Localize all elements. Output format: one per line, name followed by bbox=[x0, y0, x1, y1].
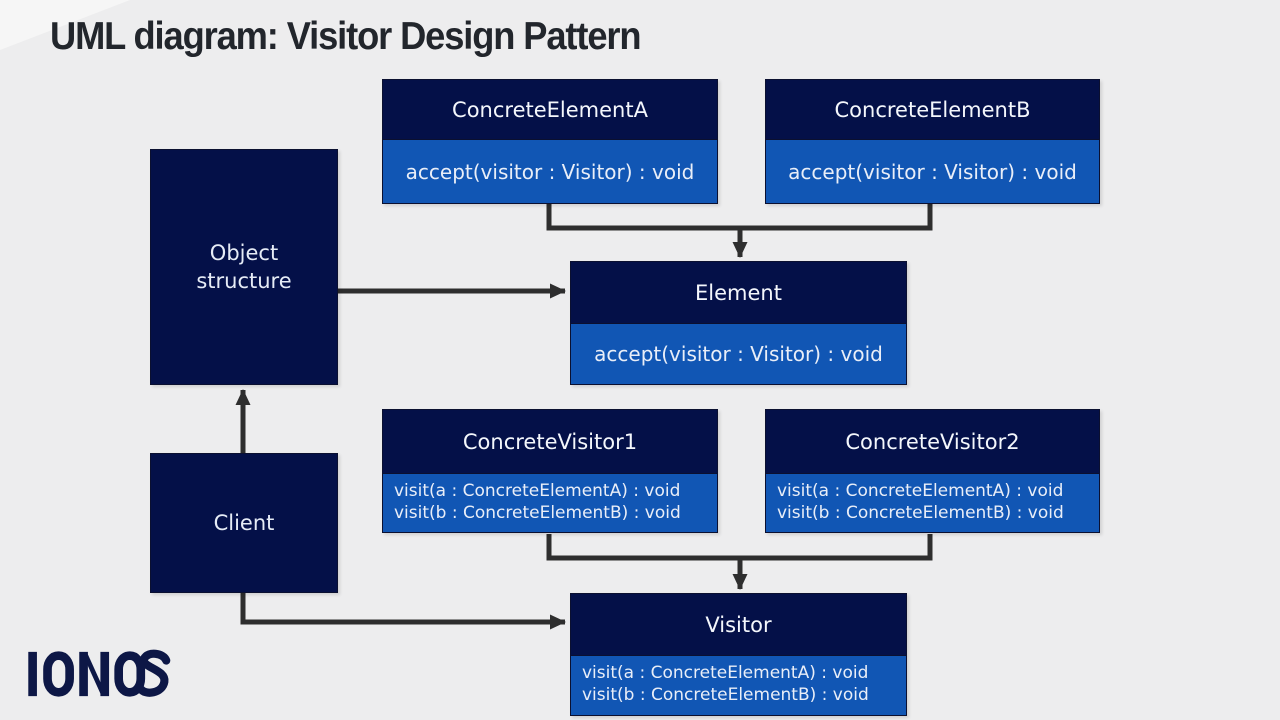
method: visit(b : ConcreteElementB) : void bbox=[582, 685, 869, 705]
class-box-concrete-visitor-1: ConcreteVisitor1 visit(a : ConcreteEleme… bbox=[382, 409, 718, 533]
method: visit(b : ConcreteElementB) : void bbox=[394, 503, 681, 523]
class-box-concrete-element-b: ConcreteElementB accept(visitor : Visito… bbox=[765, 79, 1100, 204]
class-box-concrete-visitor-2: ConcreteVisitor2 visit(a : ConcreteEleme… bbox=[765, 409, 1100, 533]
method: accept(visitor : Visitor) : void bbox=[405, 159, 695, 184]
class-methods: visit(a : ConcreteElementA) : void visit… bbox=[383, 473, 717, 532]
method: accept(visitor : Visitor) : void bbox=[594, 342, 883, 366]
method: visit(a : ConcreteElementA) : void bbox=[394, 481, 681, 501]
class-methods: accept(visitor : Visitor) : void bbox=[383, 139, 717, 203]
method: visit(b : ConcreteElementB) : void bbox=[777, 503, 1064, 523]
page-title: UML diagram: Visitor Design Pattern bbox=[50, 15, 642, 58]
node-client-label: Client bbox=[213, 511, 275, 535]
method: accept(visitor : Visitor) : void bbox=[788, 159, 1077, 184]
class-name: ConcreteVisitor1 bbox=[383, 410, 717, 473]
node-object-structure-label: Object structure bbox=[196, 241, 292, 293]
node-object-structure: Object structure bbox=[150, 149, 338, 385]
class-name: ConcreteElementA bbox=[383, 80, 717, 139]
method: visit(a : ConcreteElementA) : void bbox=[582, 663, 869, 683]
method: visit(a : ConcreteElementA) : void bbox=[777, 481, 1064, 501]
class-box-visitor: Visitor visit(a : ConcreteElementA) : vo… bbox=[570, 593, 907, 716]
ionos-logo bbox=[28, 649, 171, 697]
class-methods: accept(visitor : Visitor) : void bbox=[571, 323, 906, 384]
class-box-element: Element accept(visitor : Visitor) : void bbox=[570, 261, 907, 385]
class-name: ConcreteVisitor2 bbox=[766, 410, 1099, 473]
arrow-client-to-visitor bbox=[240, 593, 566, 630]
class-name: ConcreteElementB bbox=[766, 80, 1099, 139]
class-methods: accept(visitor : Visitor) : void bbox=[766, 139, 1099, 203]
class-name: Visitor bbox=[571, 594, 906, 655]
class-box-concrete-element-a: ConcreteElementA accept(visitor : Visito… bbox=[382, 79, 718, 204]
arrow-visitors-merge bbox=[546, 534, 933, 561]
class-methods: visit(a : ConcreteElementA) : void visit… bbox=[766, 473, 1099, 532]
class-methods: visit(a : ConcreteElementA) : void visit… bbox=[571, 655, 906, 715]
class-name: Element bbox=[571, 262, 906, 323]
node-client: Client bbox=[150, 453, 338, 593]
arrow-elements-merge bbox=[546, 204, 933, 231]
